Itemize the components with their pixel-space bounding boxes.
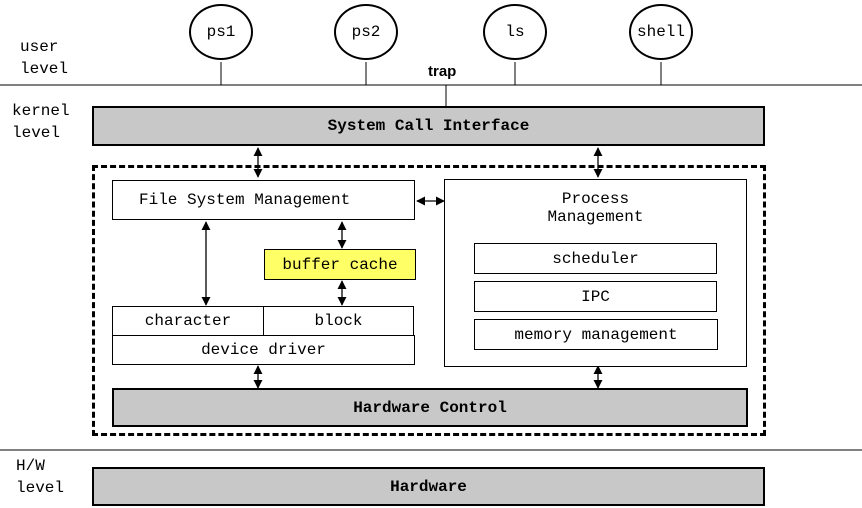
hardware-control: Hardware Control bbox=[112, 388, 748, 427]
ipc: IPC bbox=[474, 281, 717, 312]
process-shell: shell bbox=[629, 4, 693, 60]
block-driver: block bbox=[263, 306, 414, 336]
scheduler: scheduler bbox=[474, 243, 717, 274]
process-ls: ls bbox=[483, 4, 547, 60]
process-ps1: ps1 bbox=[189, 4, 253, 60]
device-driver: device driver bbox=[112, 335, 415, 365]
system-call-interface: System Call Interface bbox=[92, 106, 765, 146]
trap-label: trap bbox=[428, 63, 457, 80]
hw-level-label: H/W level bbox=[16, 457, 65, 497]
kernel-region bbox=[92, 165, 766, 436]
file-system-management: File System Management bbox=[112, 180, 415, 220]
process-ps2: ps2 bbox=[334, 4, 398, 60]
user-level-label: user level bbox=[20, 38, 69, 78]
process-management-title: Process Management bbox=[547, 190, 644, 226]
memory-management: memory management bbox=[474, 319, 718, 350]
kernel-level-label: kernel level bbox=[12, 102, 70, 142]
buffer-cache: buffer cache bbox=[264, 249, 416, 280]
hardware: Hardware bbox=[92, 467, 765, 506]
character-driver: character bbox=[112, 306, 264, 336]
